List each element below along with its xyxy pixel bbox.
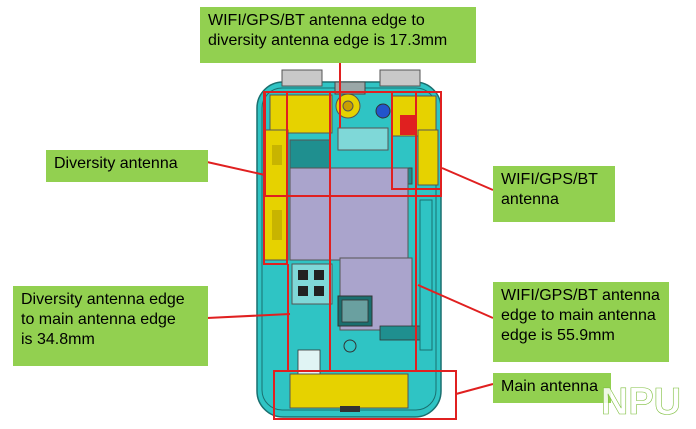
watermark-text: NPU xyxy=(601,381,681,422)
label-diversity-antenna: Diversity antenna xyxy=(46,150,208,182)
leader-wifi xyxy=(441,167,494,191)
leader-diversity-to-main xyxy=(206,313,291,319)
label-diversity-to-main: Diversity antenna edge to main antenna e… xyxy=(13,286,208,366)
board-chips xyxy=(289,139,433,381)
label-wifi-to-diversity: WIFI/GPS/BT antenna edge to diversity an… xyxy=(200,7,476,63)
leader-main xyxy=(455,383,494,395)
label-main-antenna: Main antenna xyxy=(493,373,611,403)
npu-watermark-logo: NPU xyxy=(601,381,682,422)
main-antenna-boundary xyxy=(273,370,457,420)
top-components xyxy=(269,81,437,151)
leader-diversity xyxy=(206,161,266,176)
main-antenna-strip xyxy=(289,373,409,412)
label-wifi-to-main: WIFI/GPS/BT antenna edge to main antenna… xyxy=(493,282,669,362)
label-wifi-antenna: WIFI/GPS/BT antenna xyxy=(493,166,615,222)
leader-wifi-to-main xyxy=(417,284,494,319)
leader-lines xyxy=(206,60,494,395)
antenna-boundary-markers xyxy=(263,91,457,420)
